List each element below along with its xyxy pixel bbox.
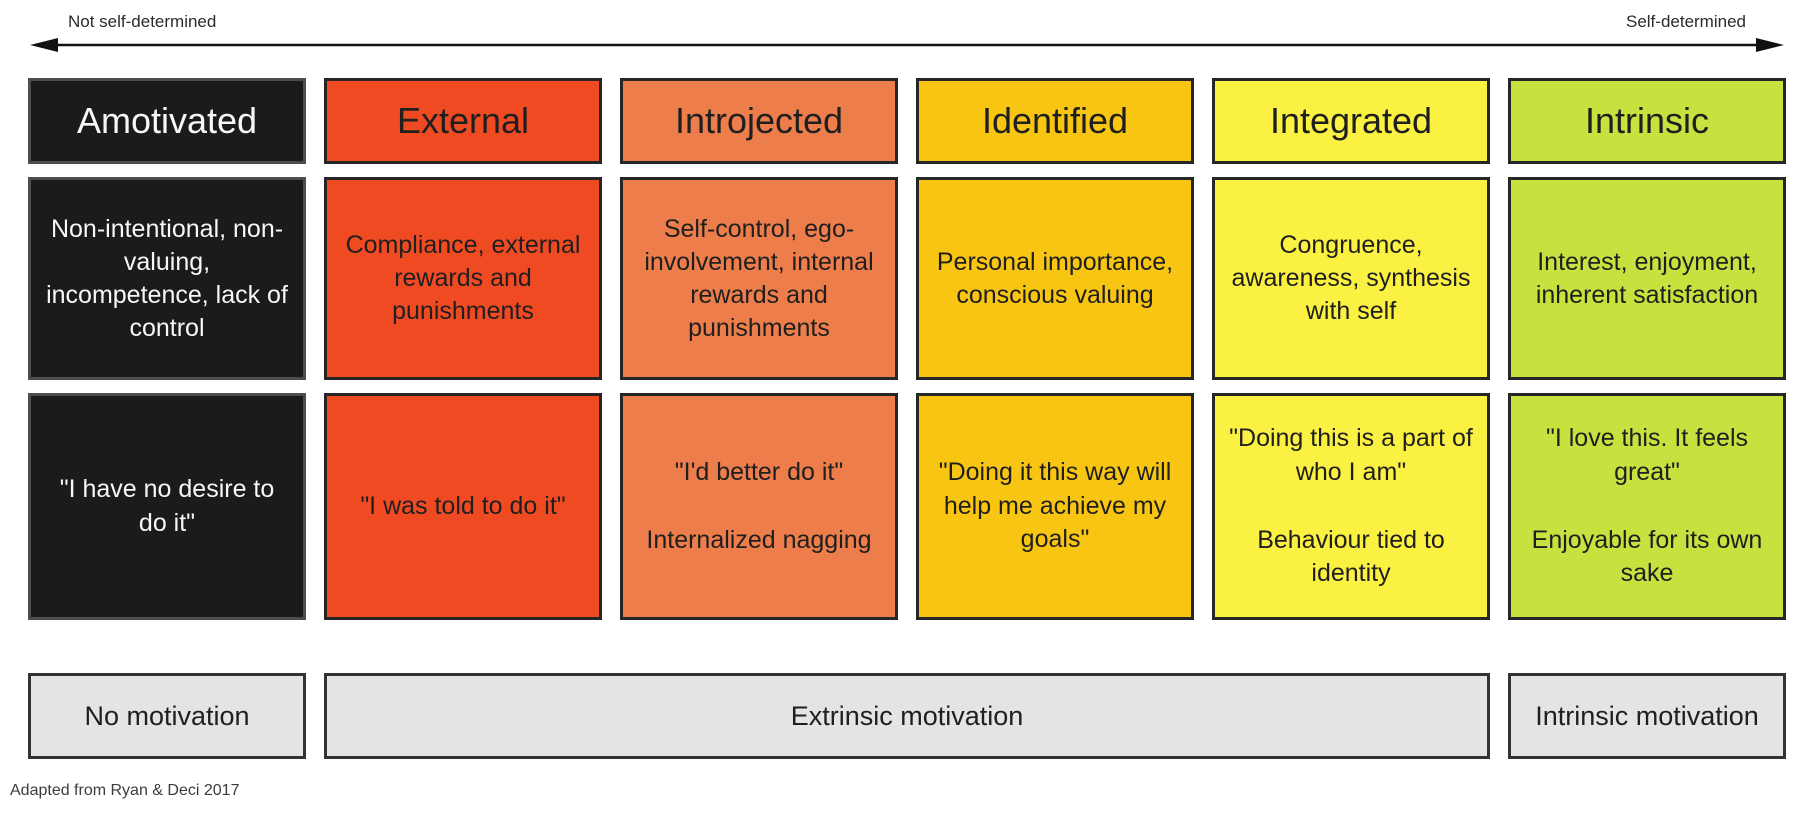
quote-text: "I love this. It feels great": [1545, 424, 1748, 486]
column-header-intrinsic: Intrinsic: [1508, 78, 1786, 164]
description-introjected: Self-control, ego-involvement, internal …: [620, 177, 898, 380]
continuum-axis: Not self-determined Self-determined: [0, 0, 1814, 56]
attribution-text: Adapted from Ryan & Deci 2017: [10, 782, 240, 799]
quote-text: "Doing this is a part of who I am": [1229, 424, 1473, 486]
double-arrow-icon: [30, 38, 1784, 52]
description-intrinsic: Interest, enjoyment, inherent satisfacti…: [1508, 177, 1786, 380]
column-header-integrated: Integrated: [1212, 78, 1490, 164]
continuum-arrow: [30, 36, 1784, 56]
description-amotivated: Non-intentional, non-valuing, incompeten…: [28, 177, 306, 380]
description-identified: Personal importance, conscious valuing: [916, 177, 1194, 380]
axis-label-right: Self-determined: [1625, 12, 1746, 31]
description-external: Compliance, external rewards and punishm…: [324, 177, 602, 380]
band-extrinsic-motivation: Extrinsic motivation: [324, 673, 1490, 759]
quote-introjected: "I'd better do it" Internalized nagging: [620, 393, 898, 620]
quote-subtext: Behaviour tied to identity: [1257, 525, 1445, 588]
axis-label-left: Not self-determined: [68, 12, 217, 31]
quote-text: "I'd better do it": [674, 457, 844, 486]
continuum-axis-labels: Not self-determined Self-determined: [30, 12, 1784, 32]
column-header-introjected: Introjected: [620, 78, 898, 164]
quote-subtext: Internalized nagging: [646, 525, 872, 554]
quote-identified: "Doing it this way will help me achieve …: [916, 393, 1194, 620]
quote-intrinsic: "I love this. It feels great" Enjoyable …: [1508, 393, 1786, 620]
column-header-identified: Identified: [916, 78, 1194, 164]
band-no-motivation: No motivation: [28, 673, 306, 759]
quote-text: "I was told to do it": [360, 491, 566, 520]
quote-integrated: "Doing this is a part of who I am" Behav…: [1212, 393, 1490, 620]
motivation-type-band: No motivation Extrinsic motivation Intri…: [28, 673, 1786, 759]
quote-external: "I was told to do it": [324, 393, 602, 620]
description-integrated: Congruence, awareness, synthesis with se…: [1212, 177, 1490, 380]
quote-amotivated: "I have no desire to do it": [28, 393, 306, 620]
motivation-grid: Amotivated External Introjected Identifi…: [28, 78, 1786, 620]
quote-text: "Doing it this way will help me achieve …: [938, 457, 1172, 554]
quote-subtext: Enjoyable for its own sake: [1531, 525, 1763, 588]
column-header-amotivated: Amotivated: [28, 78, 306, 164]
quote-text: "I have no desire to do it": [59, 474, 275, 537]
band-intrinsic-motivation: Intrinsic motivation: [1508, 673, 1786, 759]
column-header-external: External: [324, 78, 602, 164]
